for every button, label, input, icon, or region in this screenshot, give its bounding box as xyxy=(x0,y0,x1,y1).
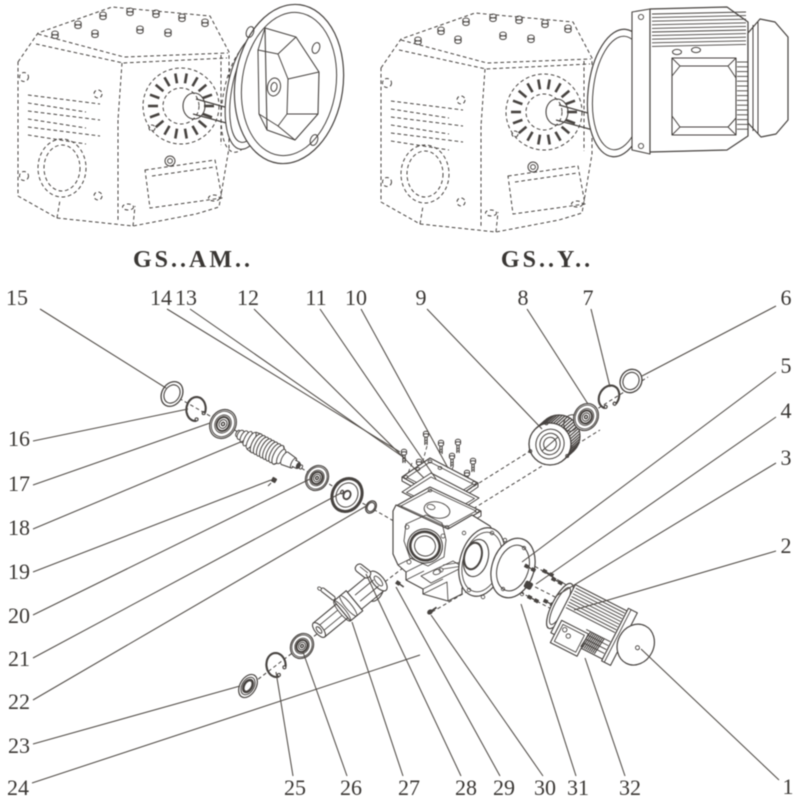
svg-text:23: 23 xyxy=(8,733,30,758)
svg-text:GS..AM..: GS..AM.. xyxy=(133,247,253,273)
svg-text:24: 24 xyxy=(7,775,29,800)
svg-text:31: 31 xyxy=(567,775,589,800)
svg-text:4: 4 xyxy=(781,398,792,423)
svg-text:14: 14 xyxy=(150,285,172,310)
svg-text:18: 18 xyxy=(8,515,30,540)
svg-text:10: 10 xyxy=(345,285,367,310)
svg-text:3: 3 xyxy=(781,445,792,470)
svg-text:9: 9 xyxy=(416,285,427,310)
svg-text:32: 32 xyxy=(619,775,641,800)
svg-text:15: 15 xyxy=(6,285,28,310)
svg-text:20: 20 xyxy=(8,603,30,628)
svg-text:12: 12 xyxy=(237,285,259,310)
svg-text:11: 11 xyxy=(305,285,326,310)
svg-text:17: 17 xyxy=(8,471,30,496)
svg-text:27: 27 xyxy=(398,775,420,800)
svg-text:30: 30 xyxy=(534,775,556,800)
svg-text:21: 21 xyxy=(8,646,30,671)
svg-text:GS..Y..: GS..Y.. xyxy=(501,247,593,273)
svg-text:13: 13 xyxy=(175,285,197,310)
svg-text:29: 29 xyxy=(493,775,515,800)
svg-text:16: 16 xyxy=(8,426,30,451)
svg-text:6: 6 xyxy=(781,285,792,310)
svg-text:22: 22 xyxy=(8,689,30,714)
svg-text:19: 19 xyxy=(8,559,30,584)
svg-text:2: 2 xyxy=(781,533,792,558)
svg-text:8: 8 xyxy=(518,285,529,310)
svg-text:28: 28 xyxy=(455,775,477,800)
svg-text:25: 25 xyxy=(284,775,306,800)
svg-text:26: 26 xyxy=(340,775,362,800)
svg-text:1: 1 xyxy=(783,774,794,799)
svg-text:5: 5 xyxy=(781,353,792,378)
svg-text:7: 7 xyxy=(583,285,594,310)
